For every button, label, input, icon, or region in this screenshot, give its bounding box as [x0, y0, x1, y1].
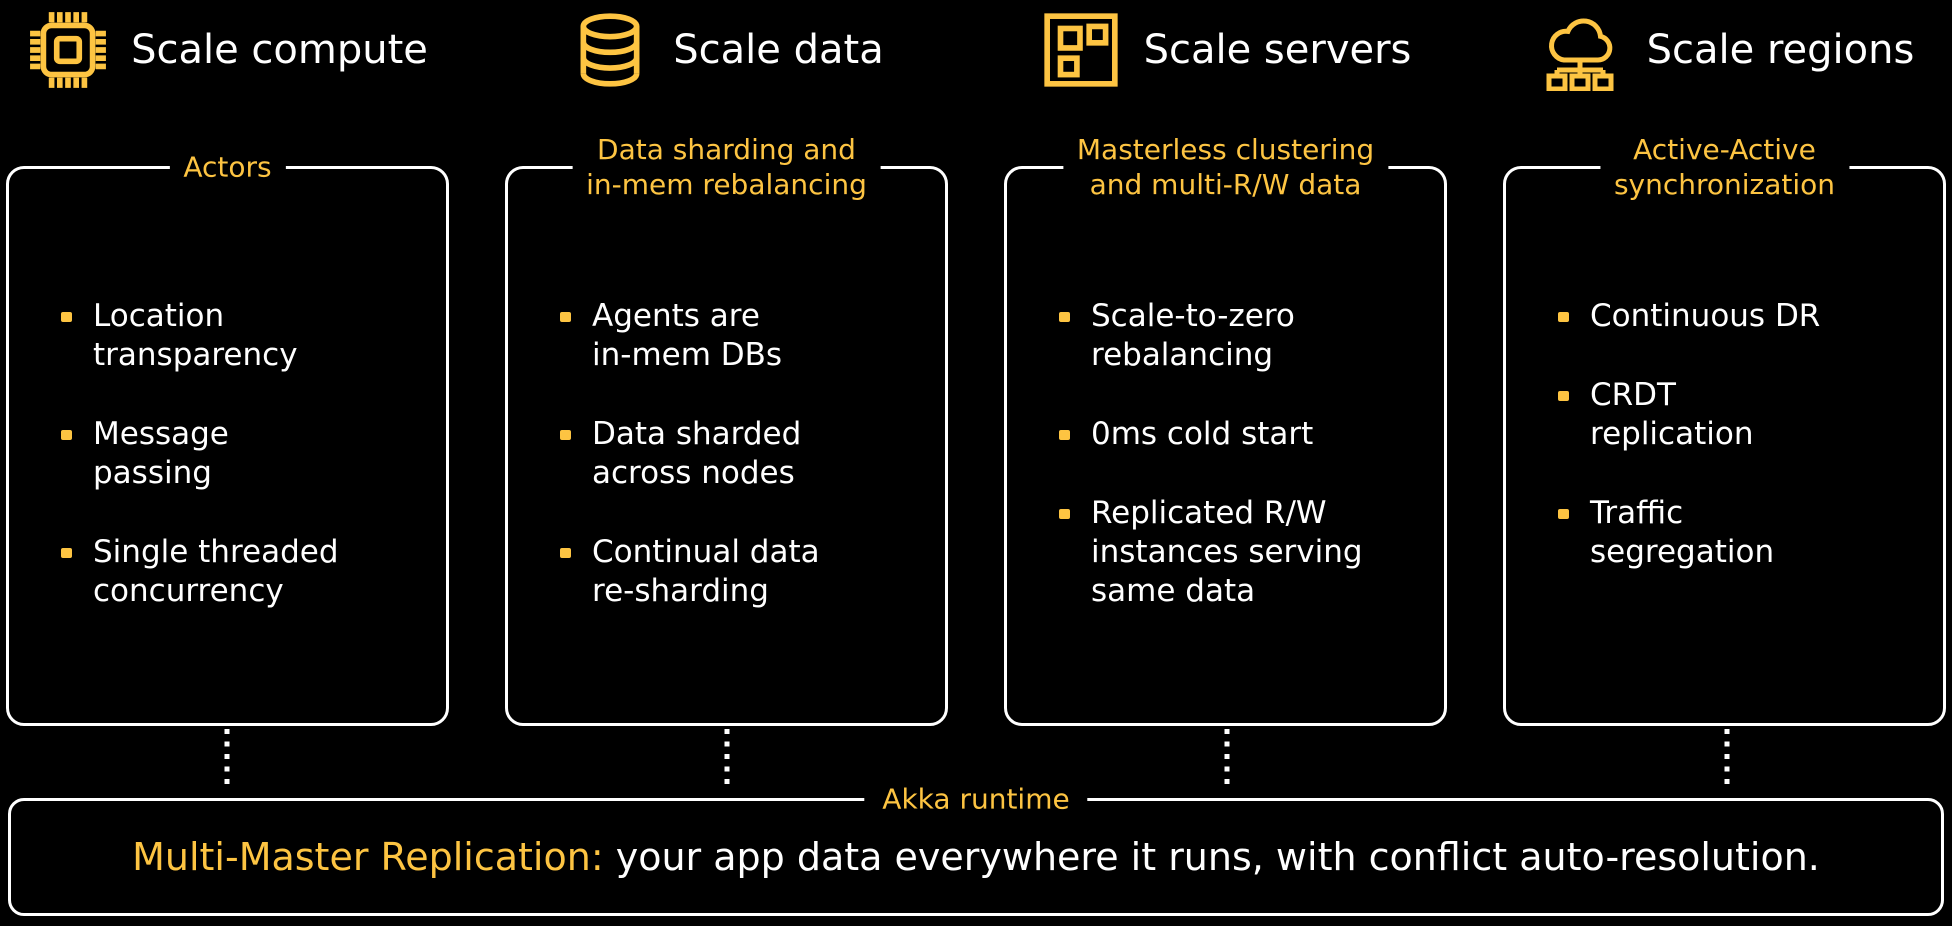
- dotted-connector: [1724, 729, 1730, 785]
- runtime-statement-highlight: Multi-Master Replication:: [132, 835, 604, 879]
- panel-title: Actors: [169, 149, 286, 185]
- column-scale-regions: Scale regions Active-Active synchronizat…: [1503, 0, 1946, 726]
- dotted-connector: [224, 729, 230, 785]
- column-scale-servers: Scale servers Masterless clustering and …: [1004, 0, 1447, 726]
- column-scale-compute: Scale compute Actors Location transparen…: [6, 0, 449, 726]
- akka-runtime-box: Akka runtime Multi-Master Replication: y…: [8, 782, 1944, 916]
- panel: Actors Location transparency Message pas…: [6, 149, 449, 726]
- bullet-list: Scale-to-zero rebalancing 0ms cold start…: [1007, 169, 1444, 611]
- bullet-list: Location transparency Message passing Si…: [9, 169, 446, 611]
- column-header-label: Scale regions: [1646, 27, 1915, 73]
- akka-runtime-label: Akka runtime: [864, 782, 1088, 816]
- column-header: Scale regions: [1503, 6, 1946, 94]
- dotted-connector: [1224, 729, 1230, 785]
- bullet-item: Location transparency: [61, 297, 432, 375]
- servers-grid-icon: [1043, 13, 1118, 87]
- column-scale-data: Scale data Data sharding and in-mem reba…: [505, 0, 948, 726]
- column-header: Scale data: [505, 6, 948, 94]
- cloud-network-icon: [1546, 18, 1614, 91]
- panel: Masterless clustering and multi-R/W data…: [1004, 132, 1447, 726]
- connectors: [0, 726, 1952, 790]
- column-header-label: Scale compute: [131, 27, 428, 73]
- panel: Data sharding and in-mem rebalancing Age…: [505, 132, 948, 726]
- column-header: Scale compute: [6, 6, 449, 94]
- bullet-item: Continual data re-sharding: [560, 533, 931, 611]
- bullet-item: Continuous DR: [1558, 297, 1929, 336]
- column-header: Scale servers: [1004, 6, 1447, 94]
- database-icon: [580, 13, 640, 87]
- bullet-item: Traffic segregation: [1558, 494, 1929, 572]
- chip-icon: [30, 12, 107, 88]
- bullet-item: Scale-to-zero rebalancing: [1059, 297, 1430, 375]
- bullet-item: Single threaded concurrency: [61, 533, 432, 611]
- bullet-item: Agents are in-mem DBs: [560, 297, 931, 375]
- bullet-list: Continuous DR CRDT replication Traffic s…: [1506, 169, 1943, 572]
- panel-title: Active-Active synchronization: [1599, 132, 1850, 202]
- bullet-item: Data sharded across nodes: [560, 415, 931, 493]
- bullet-list: Agents are in-mem DBs Data sharded acros…: [508, 169, 945, 611]
- panel-title: Data sharding and in-mem rebalancing: [572, 132, 881, 202]
- column-header-label: Scale data: [673, 27, 884, 73]
- columns-row: Scale compute Actors Location transparen…: [6, 0, 1946, 726]
- runtime-statement: Multi-Master Replication: your app data …: [132, 835, 1820, 879]
- column-header-label: Scale servers: [1143, 27, 1412, 73]
- panel: Active-Active synchronization Continuous…: [1503, 132, 1946, 726]
- bullet-item: 0ms cold start: [1059, 415, 1430, 454]
- panel-title: Masterless clustering and multi-R/W data: [1062, 132, 1389, 202]
- bullet-item: Replicated R/W instances serving same da…: [1059, 494, 1430, 611]
- runtime-statement-body: your app data everywhere it runs, with c…: [603, 835, 1820, 879]
- dotted-connector: [724, 729, 730, 785]
- bullet-item: CRDT replication: [1558, 376, 1929, 454]
- bullet-item: Message passing: [61, 415, 432, 493]
